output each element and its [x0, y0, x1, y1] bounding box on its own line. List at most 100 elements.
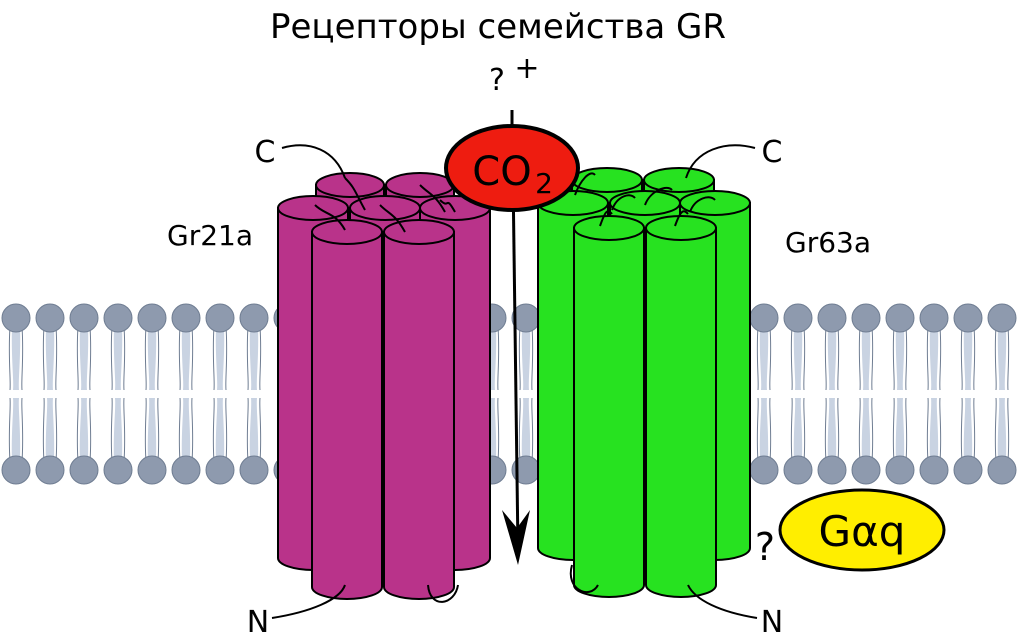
helix-body [383, 231, 455, 600]
helix-loop [314, 204, 346, 231]
lipid-tail [76, 325, 79, 391]
lipid-tail [191, 325, 194, 391]
left-bottom-loop [427, 584, 459, 603]
helix-loop [419, 184, 446, 213]
lipid-tail-fill [215, 326, 225, 390]
helix-loop [599, 210, 613, 227]
lipid-molecule [953, 303, 983, 391]
lipid-tail [518, 397, 521, 463]
helix-loop [674, 210, 689, 227]
lipid-tail-fill [793, 326, 803, 390]
lipid-tail [55, 397, 58, 463]
lipid-tail-fill [861, 398, 871, 462]
lipid-molecule [69, 397, 99, 485]
helix-top [311, 219, 383, 245]
question-mark-top: ? [489, 63, 505, 98]
lipid-tail [531, 325, 534, 391]
helix-top [645, 215, 717, 241]
lipid-molecule [171, 397, 201, 485]
lipid-head [885, 455, 915, 485]
lipid-molecule [817, 397, 847, 485]
lipid-tail-fill [963, 398, 973, 462]
lipid-molecule [919, 303, 949, 391]
left-n-terminus-label: N [247, 605, 269, 637]
lipid-molecule [239, 303, 269, 391]
lipid-tail [926, 325, 929, 391]
right-bottom-loop [569, 564, 599, 594]
lipid-tail-fill [861, 326, 871, 390]
lipid-tail [246, 397, 249, 463]
lipid-tail [871, 325, 874, 391]
lipid-molecule [205, 397, 235, 485]
lipid-molecule [103, 303, 133, 391]
lipid-molecule [205, 303, 235, 391]
lipid-head [953, 303, 983, 333]
co2-label: CO [472, 149, 531, 195]
lipid-tail [769, 397, 772, 463]
lipid-tail [76, 397, 79, 463]
lipid-tail-fill [79, 326, 89, 390]
lipid-tail [55, 325, 58, 391]
gr21a-receptor [277, 172, 491, 600]
lipid-tail [858, 397, 861, 463]
helix-loop [689, 196, 716, 213]
left-c-terminus-label: C [255, 135, 276, 170]
lipid-head [1, 455, 31, 485]
lipid-head [137, 455, 167, 485]
lipid-tail-fill [147, 398, 157, 462]
helix-loop [439, 199, 456, 213]
helix-loop [379, 204, 406, 233]
lipid-tail-fill [113, 326, 123, 390]
lipid-head [987, 455, 1017, 485]
lipid-tail [531, 397, 534, 463]
right-c-tail [685, 144, 756, 179]
lipid-head [239, 303, 269, 333]
lipid-molecule [885, 303, 915, 391]
lipid-head [817, 455, 847, 485]
lipid-tail [769, 325, 772, 391]
lipid-molecule [103, 397, 133, 485]
lipid-molecule [35, 303, 65, 391]
lipid-tail [89, 325, 92, 391]
helix-body [645, 227, 717, 598]
helix-top [383, 219, 455, 245]
lipid-tail-fill [11, 326, 21, 390]
right-n-tail [687, 584, 758, 619]
lipid-tail-fill [895, 326, 905, 390]
lipid-head [137, 303, 167, 333]
lipid-tail-fill [793, 398, 803, 462]
helix-loop [344, 177, 366, 211]
helix-top [643, 167, 715, 193]
lipid-tail [837, 397, 840, 463]
lipid-head [35, 455, 65, 485]
lipid-molecule [171, 303, 201, 391]
lipid-tail-fill [895, 398, 905, 462]
lipid-tail [824, 325, 827, 391]
lipid-tail [42, 397, 45, 463]
lipid-tail-fill [249, 326, 259, 390]
lipid-head [239, 455, 269, 485]
lipid-head [749, 303, 779, 333]
lipid-tail [178, 397, 181, 463]
lipid-tail-fill [759, 398, 769, 462]
gr63a-label: Gr63a [785, 226, 871, 259]
g-alpha-q-protein [778, 488, 946, 572]
helix-top [679, 190, 751, 216]
helix-cylinder [645, 215, 717, 598]
lipid-head [987, 303, 1017, 333]
lipid-tail-fill [997, 326, 1007, 390]
plus-sign-top: + [514, 51, 539, 86]
lipid-head [817, 303, 847, 333]
lipid-tail-fill [215, 398, 225, 462]
lipid-tail [973, 397, 976, 463]
lipid-head [851, 455, 881, 485]
lipid-tail [157, 397, 160, 463]
lipid-head [783, 303, 813, 333]
lipid-molecule [851, 397, 881, 485]
lipid-head [103, 455, 133, 485]
lipid-head [953, 455, 983, 485]
lipid-tail [858, 325, 861, 391]
lipid-head [205, 303, 235, 333]
lipid-tail [790, 325, 793, 391]
lipid-head [783, 455, 813, 485]
